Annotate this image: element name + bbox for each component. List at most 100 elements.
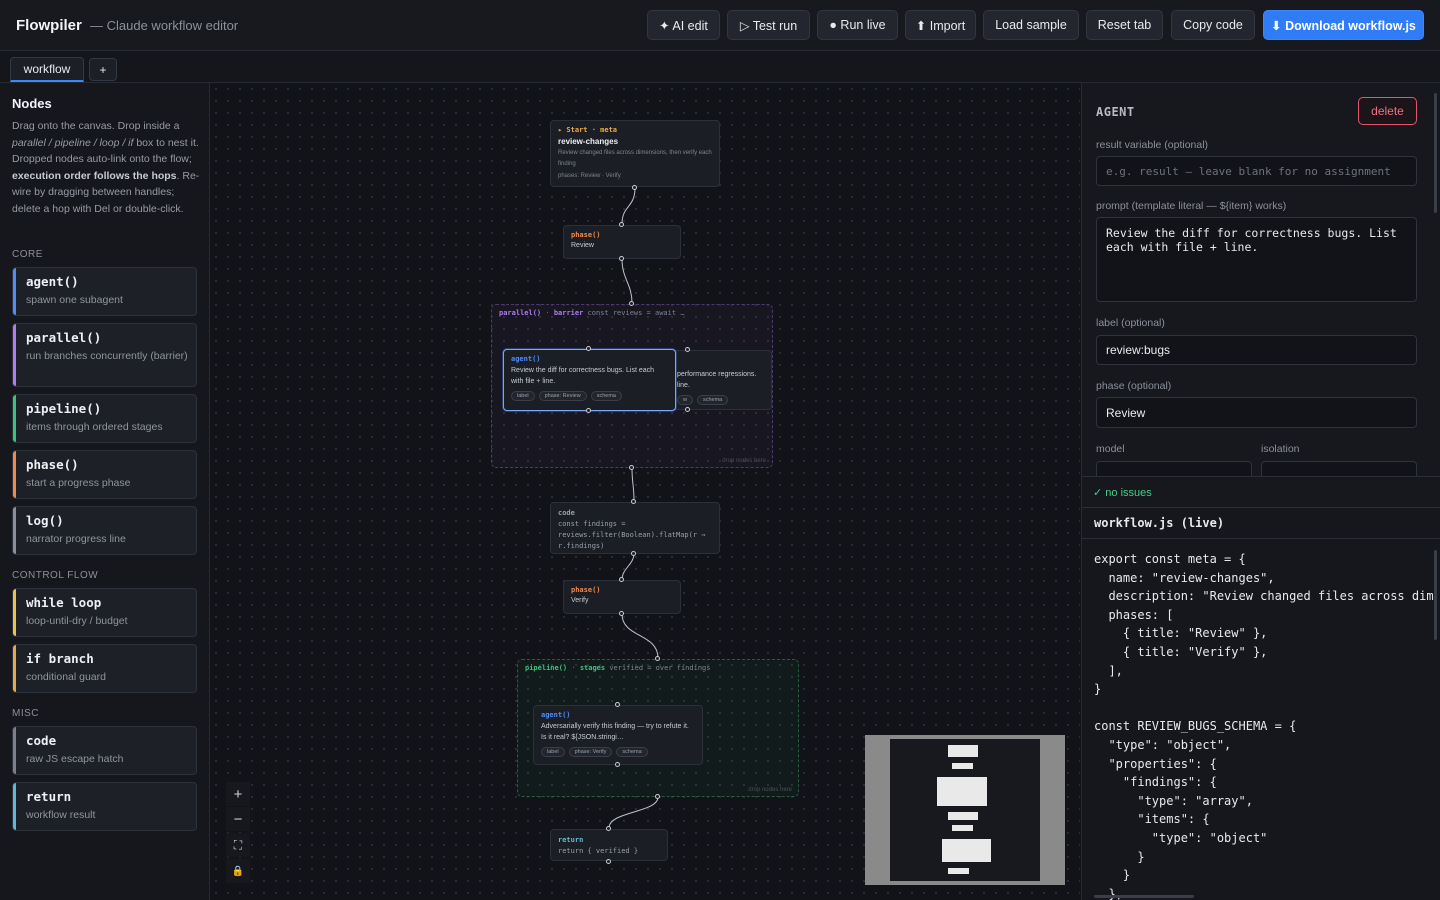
minimap-node	[937, 777, 987, 806]
handle-out[interactable]	[619, 611, 624, 616]
download-workflow-button[interactable]: ⬇ Download workflow.js	[1263, 10, 1424, 40]
node-agent-bugs[interactable]: agent() Review the diff for correctness …	[503, 349, 676, 411]
node-kind: agent()	[511, 355, 541, 363]
divider	[1082, 538, 1440, 539]
code-line	[1094, 699, 1434, 718]
edge-start-phase1[interactable]	[621, 187, 636, 225]
tab-bar: workflow +	[0, 51, 1440, 83]
palette-title: Nodes	[12, 96, 52, 111]
palette-item-pipeline[interactable]: pipeline()items through ordered stages	[12, 394, 197, 443]
result-variable-input[interactable]: e.g. result — leave blank for no assignm…	[1096, 156, 1417, 186]
zoom-out-button[interactable]: −	[226, 807, 250, 831]
node-prompt: performance regressions. line.	[677, 371, 757, 389]
code-horizontal-scrollbar[interactable]	[1094, 895, 1194, 898]
node-return[interactable]: return return { verified }	[550, 829, 668, 861]
handle-in[interactable]	[619, 577, 624, 582]
code-line: }	[1094, 849, 1145, 864]
minimap[interactable]	[865, 735, 1065, 885]
lock-icon[interactable]: 🔒	[226, 859, 250, 883]
handle-out[interactable]	[629, 465, 634, 470]
import-button[interactable]: ⬆ Import	[905, 10, 976, 40]
run-live-button[interactable]: ● Run live	[817, 10, 898, 40]
inspector-panel: AGENT delete result variable (optional) …	[1081, 83, 1440, 476]
copy-code-button[interactable]: Copy code	[1171, 10, 1255, 40]
prompt-label: prompt (template literal — ${item} works…	[1096, 200, 1287, 212]
ai-edit-button[interactable]: ✦ AI edit	[647, 10, 720, 40]
handle-in[interactable]	[619, 222, 624, 227]
phase-field-label: phase (optional)	[1096, 380, 1172, 392]
phase-input[interactable]: Review	[1096, 397, 1417, 428]
drop-zone-hint: drop nodes here	[722, 458, 766, 464]
node-kind: ▸ Start · meta	[558, 126, 618, 134]
fit-view-icon[interactable]: ⛶	[226, 833, 250, 857]
palette-item-parallel[interactable]: parallel()run branches concurrently (bar…	[12, 323, 197, 387]
handle-in[interactable]	[615, 702, 620, 707]
handle-in[interactable]	[629, 301, 634, 306]
handle-out[interactable]	[586, 408, 591, 413]
test-run-button[interactable]: ▷ Test run	[727, 10, 810, 40]
node-title: Review	[571, 242, 594, 249]
code-line: "type": "object"	[1094, 830, 1268, 845]
handle-in[interactable]	[631, 499, 636, 504]
code-line: phases: [	[1094, 607, 1174, 622]
node-kind: phase()	[571, 586, 601, 594]
code-line: const findings =	[558, 520, 626, 528]
delete-node-button[interactable]: delete	[1358, 97, 1417, 125]
section-control-flow: CONTROL FLOW	[12, 570, 99, 581]
handle-in[interactable]	[586, 346, 591, 351]
app-title: Flowpiler — Claude workflow editor	[16, 17, 239, 34]
edge-parallel-code[interactable]	[631, 467, 635, 502]
node-prompt: Adversarially verify this finding — try …	[541, 723, 689, 741]
node-phase-verify[interactable]: phase() Verify	[563, 580, 681, 614]
palette-item-phase[interactable]: phase()start a progress phase	[12, 450, 197, 499]
edge-code-phase2[interactable]	[621, 552, 635, 581]
handle-out[interactable]	[619, 256, 624, 261]
code-line: }	[1094, 868, 1131, 883]
handle-in[interactable]	[655, 656, 660, 661]
handle-out[interactable]	[606, 859, 611, 864]
inspector-scrollbar[interactable]	[1434, 93, 1437, 213]
node-phases: phases: Review · Verify	[558, 173, 621, 179]
code-scrollbar[interactable]	[1434, 550, 1437, 640]
handle-in[interactable]	[606, 826, 611, 831]
node-kind: code	[558, 509, 575, 517]
reset-tab-button[interactable]: Reset tab	[1086, 10, 1163, 40]
label-input[interactable]: review:bugs	[1096, 335, 1417, 365]
handle-out[interactable]	[655, 794, 660, 799]
handle-out[interactable]	[615, 762, 620, 767]
node-title: Verify	[571, 597, 589, 604]
code-line: export const meta = {	[1094, 552, 1246, 566]
tab-workflow[interactable]: workflow	[10, 57, 84, 82]
node-code[interactable]: code const findings = reviews.filter(Boo…	[550, 502, 720, 554]
minimap-viewport[interactable]	[890, 739, 1040, 881]
node-start[interactable]: ▸ Start · meta review-changes Review cha…	[550, 120, 720, 187]
node-agent-verify[interactable]: agent() Adversarially verify this findin…	[533, 705, 703, 765]
flow-canvas[interactable]: ▸ Start · meta review-changes Review cha…	[210, 83, 1080, 900]
load-sample-button[interactable]: Load sample	[983, 10, 1079, 40]
isolation-select[interactable]	[1261, 461, 1417, 476]
palette-item-agent[interactable]: agent()spawn one subagent	[12, 267, 197, 316]
node-title: review-changes	[558, 137, 619, 146]
edge-phase2-pipeline[interactable]	[621, 613, 659, 659]
edge-phase1-parallel[interactable]	[621, 258, 633, 304]
prompt-textarea[interactable]: Review the diff for correctness bugs. Li…	[1096, 217, 1417, 302]
node-kind: return	[558, 836, 584, 844]
model-select[interactable]	[1096, 461, 1252, 476]
section-core: CORE	[12, 249, 43, 260]
code-view[interactable]: export const meta = { name: "review-chan…	[1094, 550, 1434, 900]
handle-out[interactable]	[685, 407, 690, 412]
handle-out[interactable]	[632, 185, 637, 190]
edge-pipeline-return[interactable]	[608, 796, 659, 829]
code-line: description: "Review changed files acros…	[1094, 589, 1434, 604]
zoom-in-button[interactable]: +	[226, 782, 250, 806]
handle-in[interactable]	[685, 347, 690, 352]
palette-item-log[interactable]: log()narrator progress line	[12, 506, 197, 555]
node-phase-review[interactable]: phase() Review	[563, 225, 681, 259]
add-tab-button[interactable]: +	[89, 58, 117, 81]
handle-out[interactable]	[631, 551, 636, 556]
